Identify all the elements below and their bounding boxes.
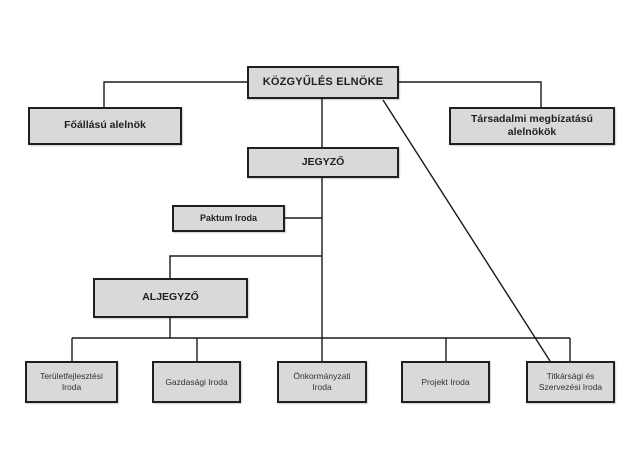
node-titkarsagi-es-szervezesi-iroda: Titkársági és Szervezési Iroda <box>526 361 615 403</box>
node-jegyzo: JEGYZŐ <box>247 147 399 178</box>
node-tarsadalmi-megbizatasu-alelnokok: Társadalmi megbízatású alelnökök <box>449 107 615 145</box>
node-foallasu-alelnok: Főállású alelnök <box>28 107 182 145</box>
node-gazdasagi-iroda: Gazdasági Iroda <box>152 361 241 403</box>
node-kozgyules-elnoke: KÖZGYŰLÉS ELNÖKE <box>247 66 399 99</box>
node-teruletfejlesztesi-iroda: Területfejlesztési Iroda <box>25 361 118 403</box>
node-projekt-iroda: Projekt Iroda <box>401 361 490 403</box>
node-onkormanyzati-iroda: Önkormányzati Iroda <box>277 361 367 403</box>
node-paktum-iroda: Paktum Iroda <box>172 205 285 232</box>
node-aljegyzo: ALJEGYZŐ <box>93 278 248 318</box>
